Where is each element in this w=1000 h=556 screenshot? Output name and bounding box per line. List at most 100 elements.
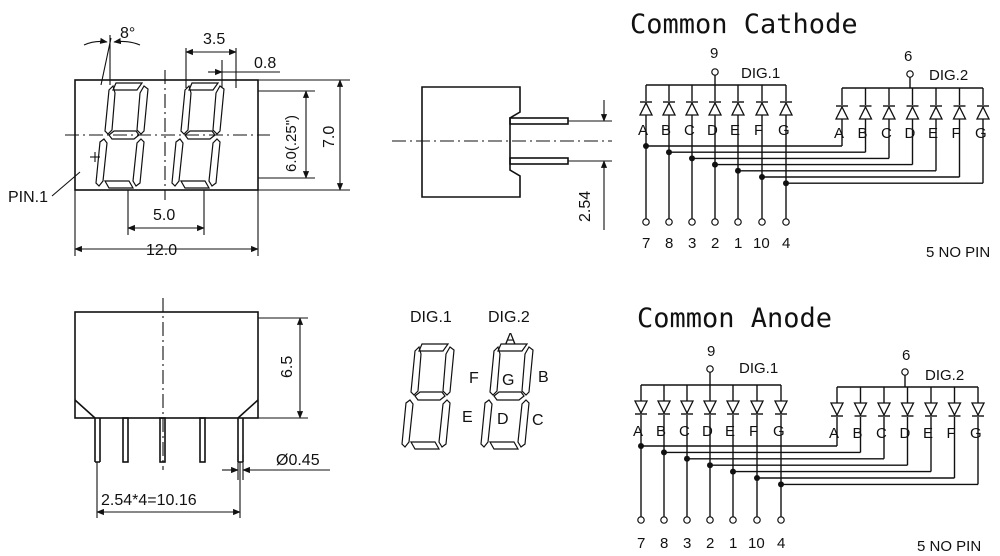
cc-pin-dot-8 [665, 218, 673, 226]
seg-a-label: A [505, 331, 516, 348]
ca-dig1-diode-e [725, 393, 741, 423]
ca-pin-dot-2 [706, 516, 714, 524]
ca-dig2-pin-dot [901, 368, 909, 376]
ca-dig1-seg-c: C [679, 423, 690, 440]
digit-pitch-label: 5.0 [153, 207, 175, 224]
ca-dig1-seg-f: F [749, 423, 758, 440]
ca-dig2-seg-a: A [829, 425, 839, 442]
cc-dig2-seg-d: D [905, 125, 916, 142]
ca-dig2-label: DIG.2 [925, 367, 964, 384]
ca-dig2-diode-c [876, 395, 892, 425]
cc-dig1-diode-d [707, 93, 723, 123]
cc-pin-dot-3 [688, 218, 696, 226]
ca-dig2-diode-a [829, 395, 845, 425]
ca-dig1-pin: 9 [707, 343, 715, 360]
ca-pin-dot-10 [753, 516, 761, 524]
ca-dig1-diode-c [679, 393, 695, 423]
ca-pin-2: 2 [706, 535, 714, 552]
ca-dig1-label: DIG.1 [739, 360, 778, 377]
ca-dig1-seg-b: B [656, 423, 666, 440]
pin-span-label: 2.54*4=10.16 [101, 492, 197, 509]
cc-pin-dot-2 [711, 218, 719, 226]
ca-dig1-diode-a [633, 393, 649, 423]
ca-dig1-seg-g: G [773, 423, 785, 440]
pin1-label: PIN.1 [8, 189, 48, 206]
cc-dig2-diode-e [928, 97, 944, 127]
seg-width-label: 3.5 [203, 31, 225, 48]
segment-map: DIG.1 DIG.2 A B C D E F G [401, 309, 549, 450]
ca-dig2-seg-b: B [853, 425, 863, 442]
ca-pin-dot-7 [637, 516, 645, 524]
cc-pin-dot-10 [758, 218, 766, 226]
ca-pin-dot-1 [729, 516, 737, 524]
cc-dig1-seg-d: D [707, 122, 718, 139]
cc-dig2-seg-b: B [858, 125, 868, 142]
seg-f-label: F [469, 370, 479, 387]
cc-pin-8: 8 [665, 235, 673, 252]
ca-dig2-pin: 6 [902, 347, 910, 364]
ca-pin-4: 4 [777, 535, 785, 552]
ca-dig1-diode-g [773, 393, 789, 423]
cc-dig2-label: DIG.2 [929, 67, 968, 84]
ca-dig2-diode-b [853, 395, 868, 425]
cc-pin-dot-7 [642, 218, 650, 226]
cc-title: Common Cathode [630, 9, 858, 40]
cc-dig2-diode-g [975, 97, 991, 127]
cc-dig1-label: DIG.1 [741, 65, 780, 82]
cc-dig1-diode-g [778, 93, 794, 123]
ca-title: Common Anode [637, 303, 832, 334]
ca-pin-dot-3 [683, 516, 691, 524]
seg-thick-label: 0.8 [254, 55, 276, 72]
ca-pin-3: 3 [683, 535, 691, 552]
ca-pin-dot-4 [777, 516, 785, 524]
side-view: 2.54 [392, 86, 612, 230]
digit-height-label: 6.0(.25") [283, 115, 300, 172]
cc-dig1-seg-g: G [778, 122, 790, 139]
cc-dig2-seg-c: C [881, 125, 892, 142]
cc-note: 5 NO PIN [926, 244, 990, 261]
cc-pin-10: 10 [753, 235, 770, 252]
ca-dig1-seg-a: A [633, 423, 643, 440]
ca-dig1-diode-b [656, 393, 672, 423]
height-label: 7.0 [321, 126, 338, 148]
common-anode-circuit: Common Anode DIG.1 DIG.2 9 6 5 NO PIN A A… [633, 303, 986, 555]
body-height-label: 6.5 [279, 356, 296, 378]
cc-pin-4: 4 [782, 235, 790, 252]
ca-note: 5 NO PIN [917, 538, 981, 555]
ca-pin-10: 10 [748, 535, 765, 552]
cc-dig1-seg-a: A [638, 122, 648, 139]
cc-dig2-seg-g: G [975, 125, 987, 142]
seg-dig2-label: DIG.2 [488, 309, 530, 326]
cc-dig2-seg-f: F [952, 125, 961, 142]
ca-dig2-seg-f: F [947, 425, 956, 442]
cc-dig1-diode-c [684, 93, 700, 123]
ca-pin-1: 1 [729, 535, 737, 552]
seg-c-label: C [532, 412, 544, 429]
ca-dig2-diode-f [947, 395, 962, 425]
cc-dig2-diode-a [834, 97, 850, 127]
ca-dig1-pin-dot [706, 365, 714, 373]
front-view: 8° 3.5 0.8 6.0(.25") 7.0 PIN.1 5.0 12.0 [8, 25, 350, 259]
cc-pin-7: 7 [642, 235, 650, 252]
ca-pin-7: 7 [637, 535, 645, 552]
common-cathode-circuit: Common Cathode DIG.1 DIG.2 9 6 5 NO PIN … [630, 9, 990, 261]
ca-pin-8: 8 [660, 535, 668, 552]
seg-b-label: B [538, 369, 549, 386]
cc-pin-2: 2 [711, 235, 719, 252]
cc-dig1-diode-b [661, 93, 677, 123]
bottom-view: 6.5 Ø0.45 2.54*4=10.16 [74, 298, 330, 518]
ca-dig1-diode-f [749, 393, 765, 423]
cc-dig2-seg-a: A [834, 125, 844, 142]
cc-dig1-seg-c: C [684, 122, 695, 139]
ca-dig2-seg-g: G [970, 425, 982, 442]
seg-dig1-label: DIG.1 [410, 309, 452, 326]
pin-pitch-label: 2.54 [577, 191, 594, 222]
pin-dia-label: Ø0.45 [276, 452, 320, 469]
cc-pin-1: 1 [734, 235, 742, 252]
cc-pin-dot-1 [734, 218, 742, 226]
cc-dig1-seg-e: E [730, 122, 740, 139]
seg-d-label: D [497, 411, 509, 428]
cc-dig1-pin-dot [711, 68, 719, 76]
ca-dig2-diode-e [923, 395, 939, 425]
